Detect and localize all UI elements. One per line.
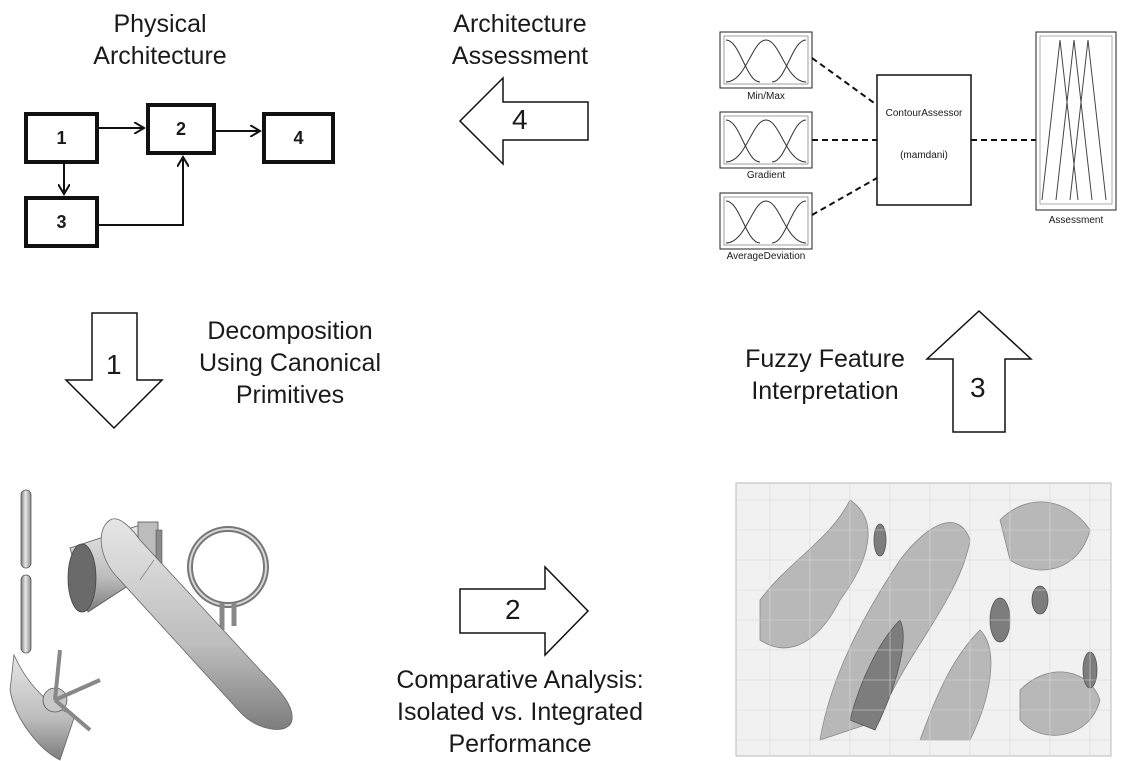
fuzzy-output-label: Assessment (1048, 215, 1104, 226)
fuzzy-input-average-deviation (719, 192, 813, 250)
fuzzy-input-gradient (719, 111, 813, 169)
fuzzy-engine-type: (mamdani) (900, 150, 948, 161)
step-arrow-2 (459, 565, 590, 657)
link-avgdev (811, 177, 878, 216)
fuzzy-feature-label: Fuzzy Feature Interpretation (745, 345, 905, 405)
arch-block-1: 1 (24, 112, 99, 164)
canonical-primitives-illustration (9, 489, 293, 761)
step-arrow-4-number: 4 (512, 104, 528, 135)
arch-block-4: 4 (262, 112, 335, 164)
physical-architecture-label: Physical Architecture (93, 10, 227, 70)
fuzzy-engine-box (876, 74, 972, 206)
comparative-analysis-label: Comparative Analysis: Isolated vs. Integ… (396, 666, 644, 758)
fuzzy-input-average-deviation-label: AverageDeviation (726, 251, 806, 262)
arch-block-3: 3 (24, 196, 99, 248)
fuzzy-engine-name: ContourAssessor (885, 108, 963, 119)
fuzzy-output-assessment (1035, 31, 1117, 211)
step-arrow-1-number: 1 (106, 349, 122, 380)
fuzzy-input-minmax (719, 31, 813, 89)
connector-3-to-2 (99, 157, 183, 226)
step-arrow-3-number: 3 (970, 372, 986, 403)
arch-block-2: 2 (146, 103, 216, 155)
architecture-assessment-label: Architecture Assessment (451, 10, 589, 70)
contour-plot (735, 482, 1112, 757)
link-minmax (811, 57, 878, 106)
fuzzy-input-minmax-label: Min/Max (747, 91, 785, 102)
decomposition-label: Decomposition Using Canonical Primitives (198, 317, 382, 409)
fuzzy-input-gradient-label: Gradient (746, 170, 786, 181)
step-arrow-2-number: 2 (505, 594, 521, 625)
